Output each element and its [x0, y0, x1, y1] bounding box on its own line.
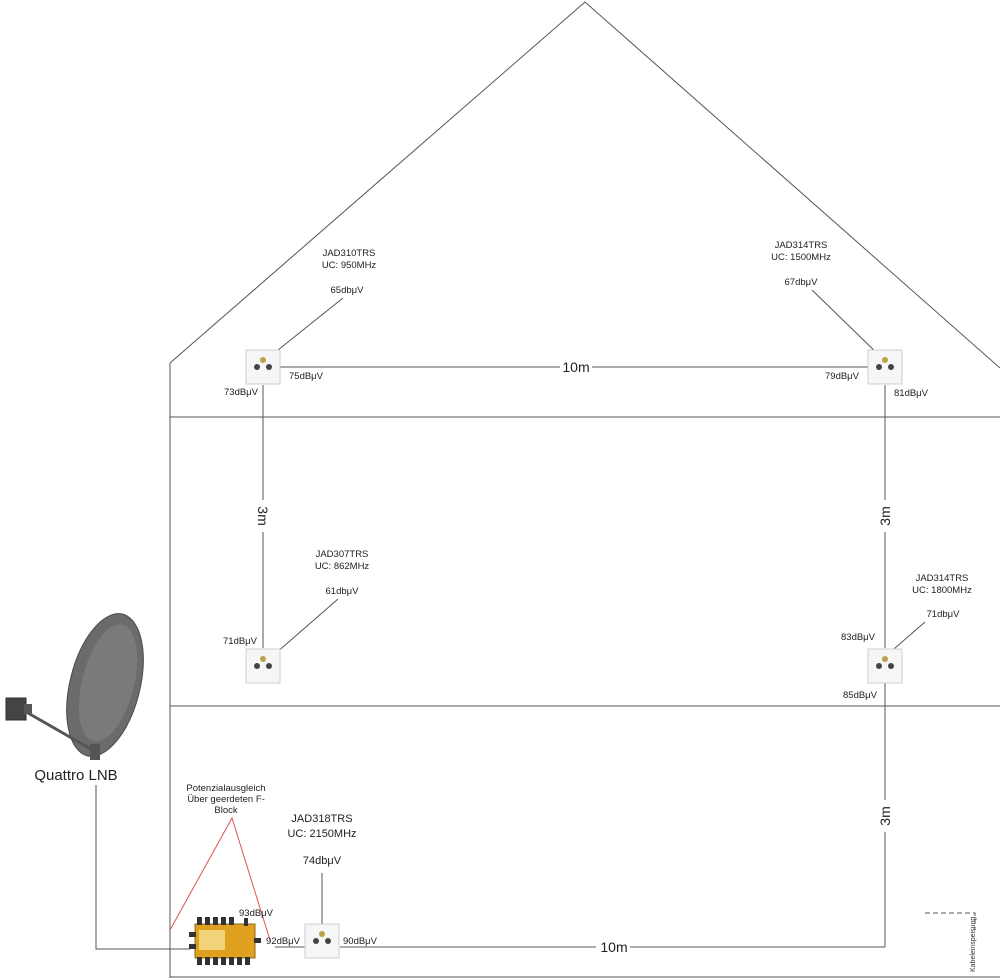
lnb-feedhorn — [24, 704, 32, 714]
outlet-level: 65dbμV — [331, 285, 365, 296]
input-level-left: 79dBμV — [825, 371, 860, 382]
house-outline — [169, 1, 1000, 978]
lnb-arm — [27, 711, 97, 754]
input-level-left: 92dBμV — [266, 936, 301, 947]
outlet-model: JAD307TRS — [316, 549, 369, 560]
socket-icon — [266, 663, 272, 669]
leader-lines — [267, 289, 926, 933]
socket-icon — [260, 357, 266, 363]
outlet-model: JAD318TRS — [291, 813, 352, 825]
outlet-uc: UC: 862MHz — [315, 561, 370, 572]
multiswitch-label-panel — [199, 930, 225, 950]
outlet-uc: UC: 2150MHz — [287, 828, 356, 840]
outlet-level: 74dbμV — [303, 855, 342, 867]
leader-jad314-top — [811, 289, 883, 359]
socket-icon — [254, 364, 260, 370]
socket-icon — [319, 931, 325, 937]
socket-icon — [876, 663, 882, 669]
multiswitch-output-level: 93dBμV — [239, 908, 274, 919]
outlet-plate — [245, 349, 281, 385]
lnb-label: Quattro LNB — [34, 767, 117, 784]
outlet-plate — [867, 349, 903, 385]
potential-note-line1: Potenzialausgleich — [186, 783, 265, 794]
potential-note-line3: Block — [214, 805, 237, 816]
multiswitch: 93dBμV — [189, 908, 274, 965]
outlet-plate — [245, 648, 281, 684]
cable-feed-line — [925, 912, 976, 930]
potential-note-line2: Über geerdeten F- — [187, 794, 265, 805]
outlet-jad314-top: JAD314TRS UC: 1500MHz 67dbμV 79dBμV 81dB… — [771, 240, 928, 399]
lnb-icon — [5, 697, 27, 721]
outlet-jad307: JAD307TRS UC: 862MHz 61dbμV 71dBμV — [223, 549, 370, 684]
socket-icon — [325, 938, 331, 944]
outlet-plate — [867, 648, 903, 684]
multiswitch-output-port — [244, 918, 248, 926]
distance-left-vertical: 3m — [255, 506, 271, 525]
socket-icon — [313, 938, 319, 944]
socket-icon — [266, 364, 272, 370]
roof-line — [169, 1, 1000, 369]
outlet-jad310: JAD310TRS UC: 950MHz 65dbμV 73dBμV 75dBμ… — [224, 248, 376, 398]
socket-icon — [876, 364, 882, 370]
distance-right-vertical-lower: 3m — [877, 806, 893, 825]
outlet-uc: UC: 1800MHz — [912, 585, 972, 596]
outlet-uc: UC: 950MHz — [322, 260, 377, 271]
satellite-dish: Quattro LNB — [5, 613, 144, 784]
outlet-uc: UC: 1500MHz — [771, 252, 831, 263]
socket-icon — [888, 663, 894, 669]
cable-runs — [95, 366, 976, 950]
outlet-jad314-right: JAD314TRS UC: 1800MHz 71dbμV 83dBμV 85dB… — [841, 573, 972, 701]
outlet-level: 61dbμV — [326, 586, 360, 597]
input-level-right: 81dBμV — [894, 388, 929, 399]
socket-icon — [882, 656, 888, 662]
outlet-plate — [304, 923, 340, 959]
dish-inner — [78, 624, 138, 742]
socket-icon — [254, 663, 260, 669]
dish-mount — [90, 744, 100, 760]
distance-right-vertical-upper: 3m — [877, 506, 893, 525]
input-level-left: 71dBμV — [223, 636, 258, 647]
input-level-right: 90dBμV — [343, 936, 378, 947]
potential-outline — [169, 816, 271, 941]
cable-feed-label: Kabeleinspeisung — [970, 917, 977, 972]
outlet-jad318: JAD318TRS UC: 2150MHz 74dbμV 92dBμV 90dB… — [266, 813, 378, 959]
input-level-right: 75dBμV — [289, 371, 324, 382]
distance-top-horizontal: 10m — [562, 359, 589, 375]
outlet-level: 67dbμV — [785, 277, 819, 288]
outlet-model: JAD314TRS — [916, 573, 969, 584]
input-level-top: 83dBμV — [841, 632, 876, 643]
socket-icon — [260, 656, 266, 662]
multiswitch-ports — [189, 917, 261, 965]
leader-jad310 — [267, 297, 344, 359]
outlet-level: 71dbμV — [927, 609, 961, 620]
cable-lnb-to-switch — [95, 785, 190, 950]
socket-icon — [888, 364, 894, 370]
socket-icon — [882, 357, 888, 363]
distance-bottom-horizontal: 10m — [600, 939, 627, 955]
input-level-left: 73dBμV — [224, 387, 259, 398]
outlet-model: JAD314TRS — [775, 240, 828, 251]
outlet-model: JAD310TRS — [323, 248, 376, 259]
input-level-bottom: 85dBμV — [843, 690, 878, 701]
